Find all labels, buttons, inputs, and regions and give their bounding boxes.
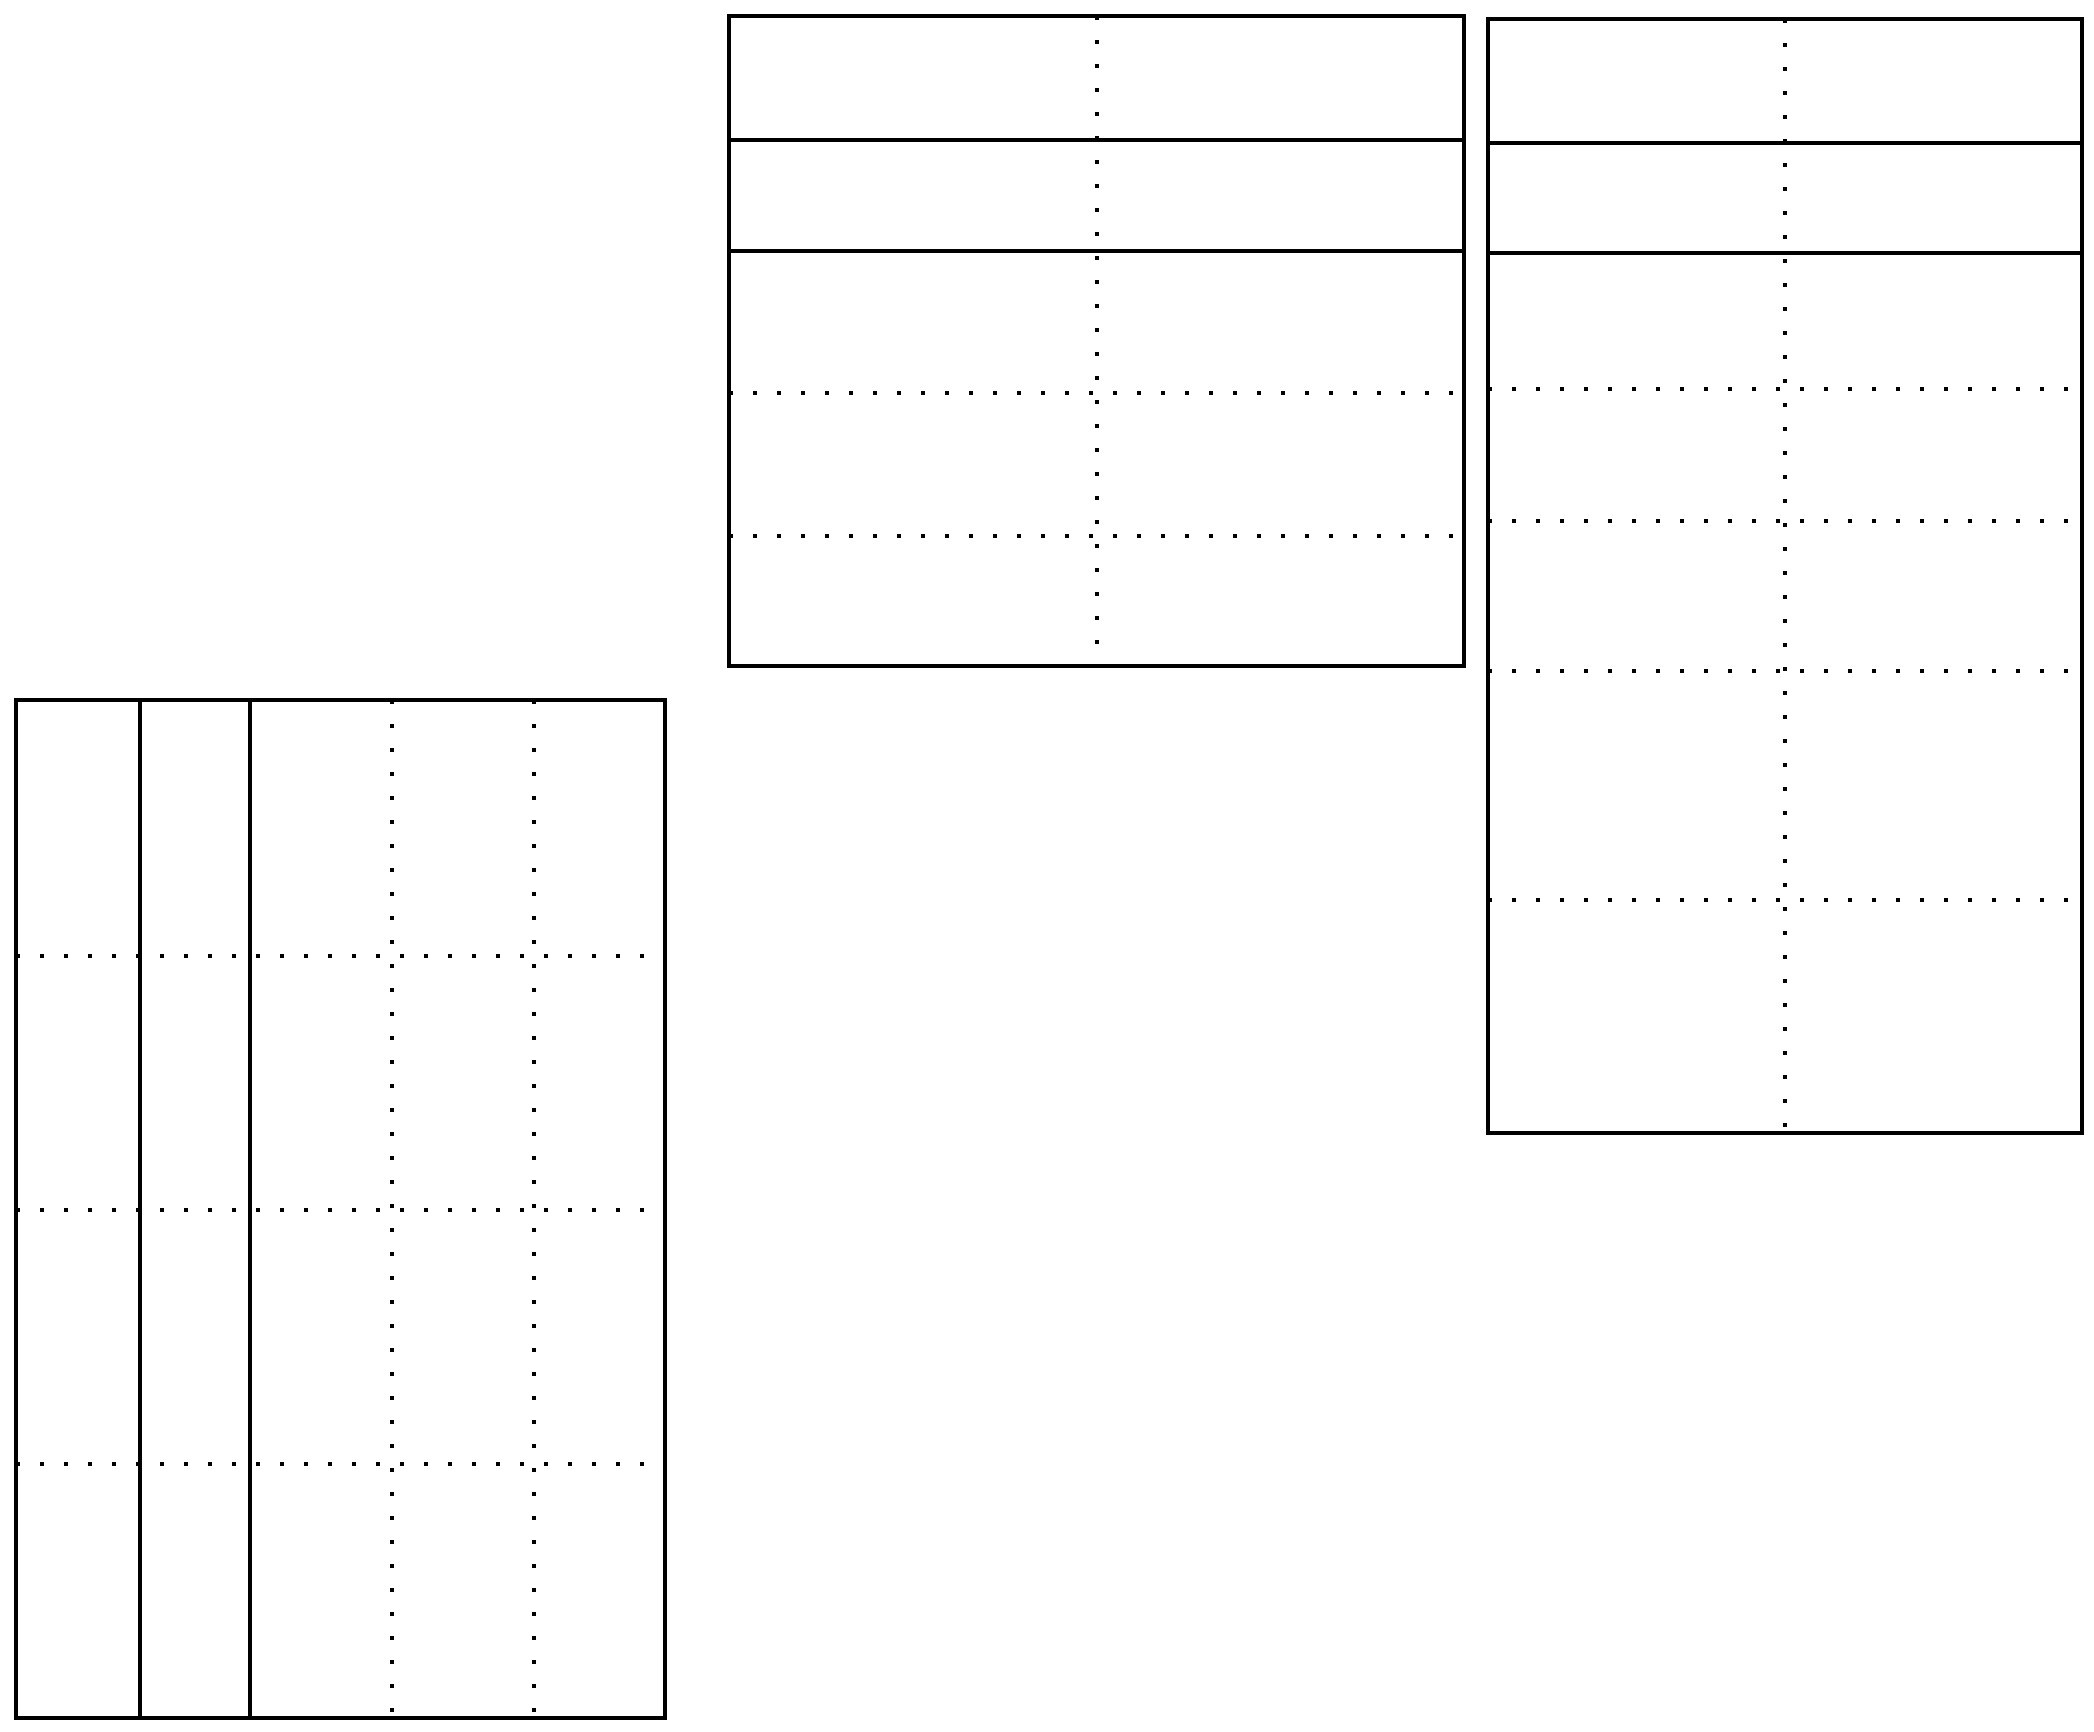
grid-outline: [14, 698, 667, 1720]
grid-left-transposed: [14, 698, 667, 1720]
grid-right: [1486, 17, 2084, 1135]
grid-outline: [1486, 17, 2084, 1135]
grid-middle: [727, 14, 1466, 668]
